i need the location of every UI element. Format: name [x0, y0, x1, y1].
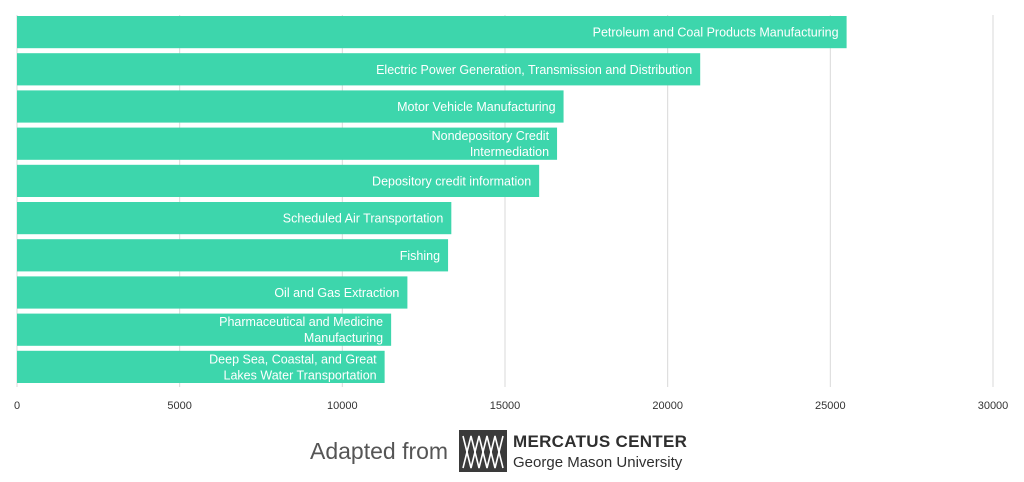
- bar-label: Scheduled Air Transportation: [283, 212, 444, 226]
- bar-label: Petroleum and Coal Products Manufacturin…: [593, 26, 839, 40]
- bar-label-line: Fishing: [400, 249, 440, 263]
- bar: [17, 53, 701, 86]
- bar: [17, 350, 385, 383]
- x-tick-label: 10000: [327, 400, 358, 412]
- bar-labels: Petroleum and Coal Products Manufacturin…: [209, 26, 838, 383]
- bar: [17, 313, 392, 346]
- bar-label-line: Manufacturing: [304, 331, 383, 345]
- bar: [17, 90, 564, 123]
- adapted-from-text: Adapted from: [310, 438, 449, 464]
- footer-attribution: Adapted from MERCATUS CENTER George Maso…: [0, 430, 1024, 476]
- bar-label-line: Lakes Water Transportation: [224, 368, 377, 382]
- x-axis-ticks: 0 5000 10000 15000 20000 25000 30000: [14, 400, 1008, 412]
- bar-label-line: Electric Power Generation, Transmission …: [376, 63, 692, 77]
- bar-label-line: Scheduled Air Transportation: [283, 212, 444, 226]
- bar-label-line: Pharmaceutical and Medicine: [219, 315, 383, 329]
- bar-label-line: Oil and Gas Extraction: [274, 286, 399, 300]
- x-tick-label: 30000: [978, 400, 1009, 412]
- bar-label: Electric Power Generation, Transmission …: [376, 63, 692, 77]
- x-tick-label: 5000: [167, 400, 191, 412]
- bar-label-line: Motor Vehicle Manufacturing: [397, 100, 555, 114]
- logo-title: MERCATUS CENTER: [513, 432, 688, 451]
- bar-label-line: Deep Sea, Coastal, and Great: [209, 352, 377, 366]
- bar-label-line: Petroleum and Coal Products Manufacturin…: [593, 26, 839, 40]
- bar: [17, 164, 540, 197]
- bar-label-line: Depository credit information: [372, 174, 531, 188]
- bar-label-line: Nondepository Credit: [432, 129, 550, 143]
- bar: [17, 202, 452, 235]
- x-tick-label: 15000: [490, 400, 521, 412]
- mercatus-logo-icon: [459, 430, 507, 472]
- x-tick-label: 0: [14, 400, 20, 412]
- bar-label: Depository credit information: [372, 174, 531, 188]
- bar: [17, 239, 449, 272]
- bars: [17, 16, 847, 383]
- bar-label-line: Intermediation: [470, 145, 549, 159]
- bar-label: Motor Vehicle Manufacturing: [397, 100, 555, 114]
- bar: [17, 276, 408, 309]
- bar: [17, 127, 558, 160]
- bar-label: Oil and Gas Extraction: [274, 286, 399, 300]
- x-tick-label: 20000: [652, 400, 683, 412]
- bar-chart: Petroleum and Coal Products Manufacturin…: [14, 15, 1008, 412]
- bar: [17, 16, 847, 49]
- bar-label: Fishing: [400, 249, 440, 263]
- x-tick-label: 25000: [815, 400, 846, 412]
- logo-subtitle: George Mason University: [513, 454, 683, 471]
